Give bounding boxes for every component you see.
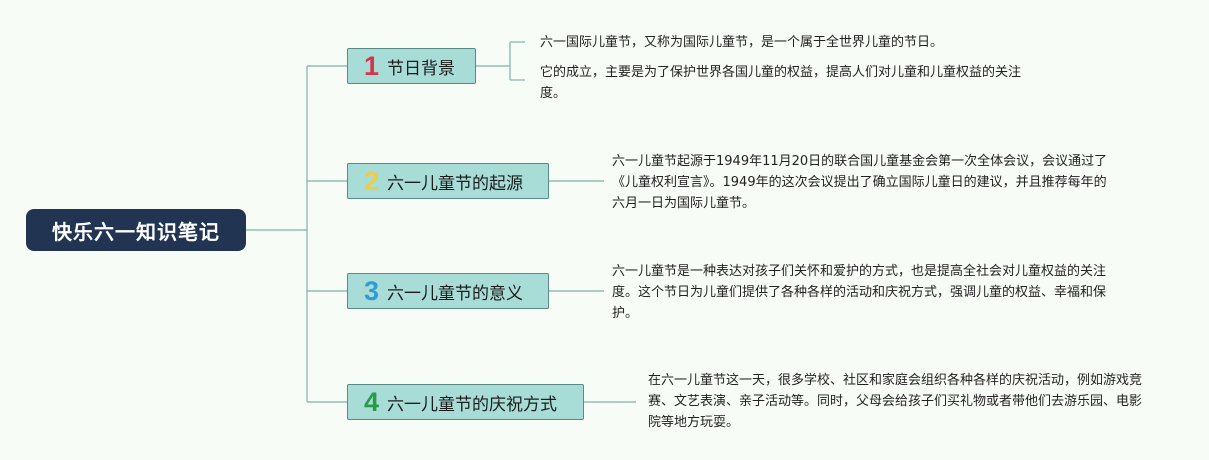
topic-number-4: 4 — [364, 386, 380, 417]
topic-label-4: 六一儿童节的庆祝方式 — [387, 394, 558, 415]
root-node[interactable]: 快乐六一知识笔记 — [26, 209, 246, 251]
note-1a: 六一国际儿童节，又称为国际儿童节，是一个属于全世界儿童的节日。 — [540, 35, 944, 50]
topic-label-3: 六一儿童节的意义 — [387, 283, 524, 304]
topic-label-2: 六一儿童节的起源 — [387, 173, 524, 194]
topic-number-3: 3 — [364, 275, 380, 306]
note-4: 在六一儿童节这一天，很多学校、社区和家庭会组织各种各样的庆祝活动，例如游戏竞赛、… — [648, 373, 1143, 430]
note-3: 六一儿童节是一种表达对孩子们关怀和爱护的方式，也是提高全社会对儿童权益的关注度。… — [612, 264, 1107, 321]
topic-node-4[interactable]: 4 六一儿童节的庆祝方式 — [347, 384, 584, 420]
topic-node-2[interactable]: 2 六一儿童节的起源 — [347, 163, 549, 199]
topic-node-1[interactable]: 1 节日背景 — [347, 48, 476, 84]
note-1b: 它的成立，主要是为了保护世界各国儿童的权益，提高人们对儿童和儿童权益的关注度。 — [540, 65, 1022, 101]
topic-node-3[interactable]: 3 六一儿童节的意义 — [347, 273, 549, 309]
note-2: 六一儿童节起源于1949年11月20日的联合国儿童基金会第一次全体会议，会议通过… — [612, 154, 1108, 211]
topic-number-2: 2 — [364, 165, 380, 196]
topic-number-1: 1 — [364, 50, 380, 81]
topic-label-1: 节日背景 — [387, 58, 456, 79]
